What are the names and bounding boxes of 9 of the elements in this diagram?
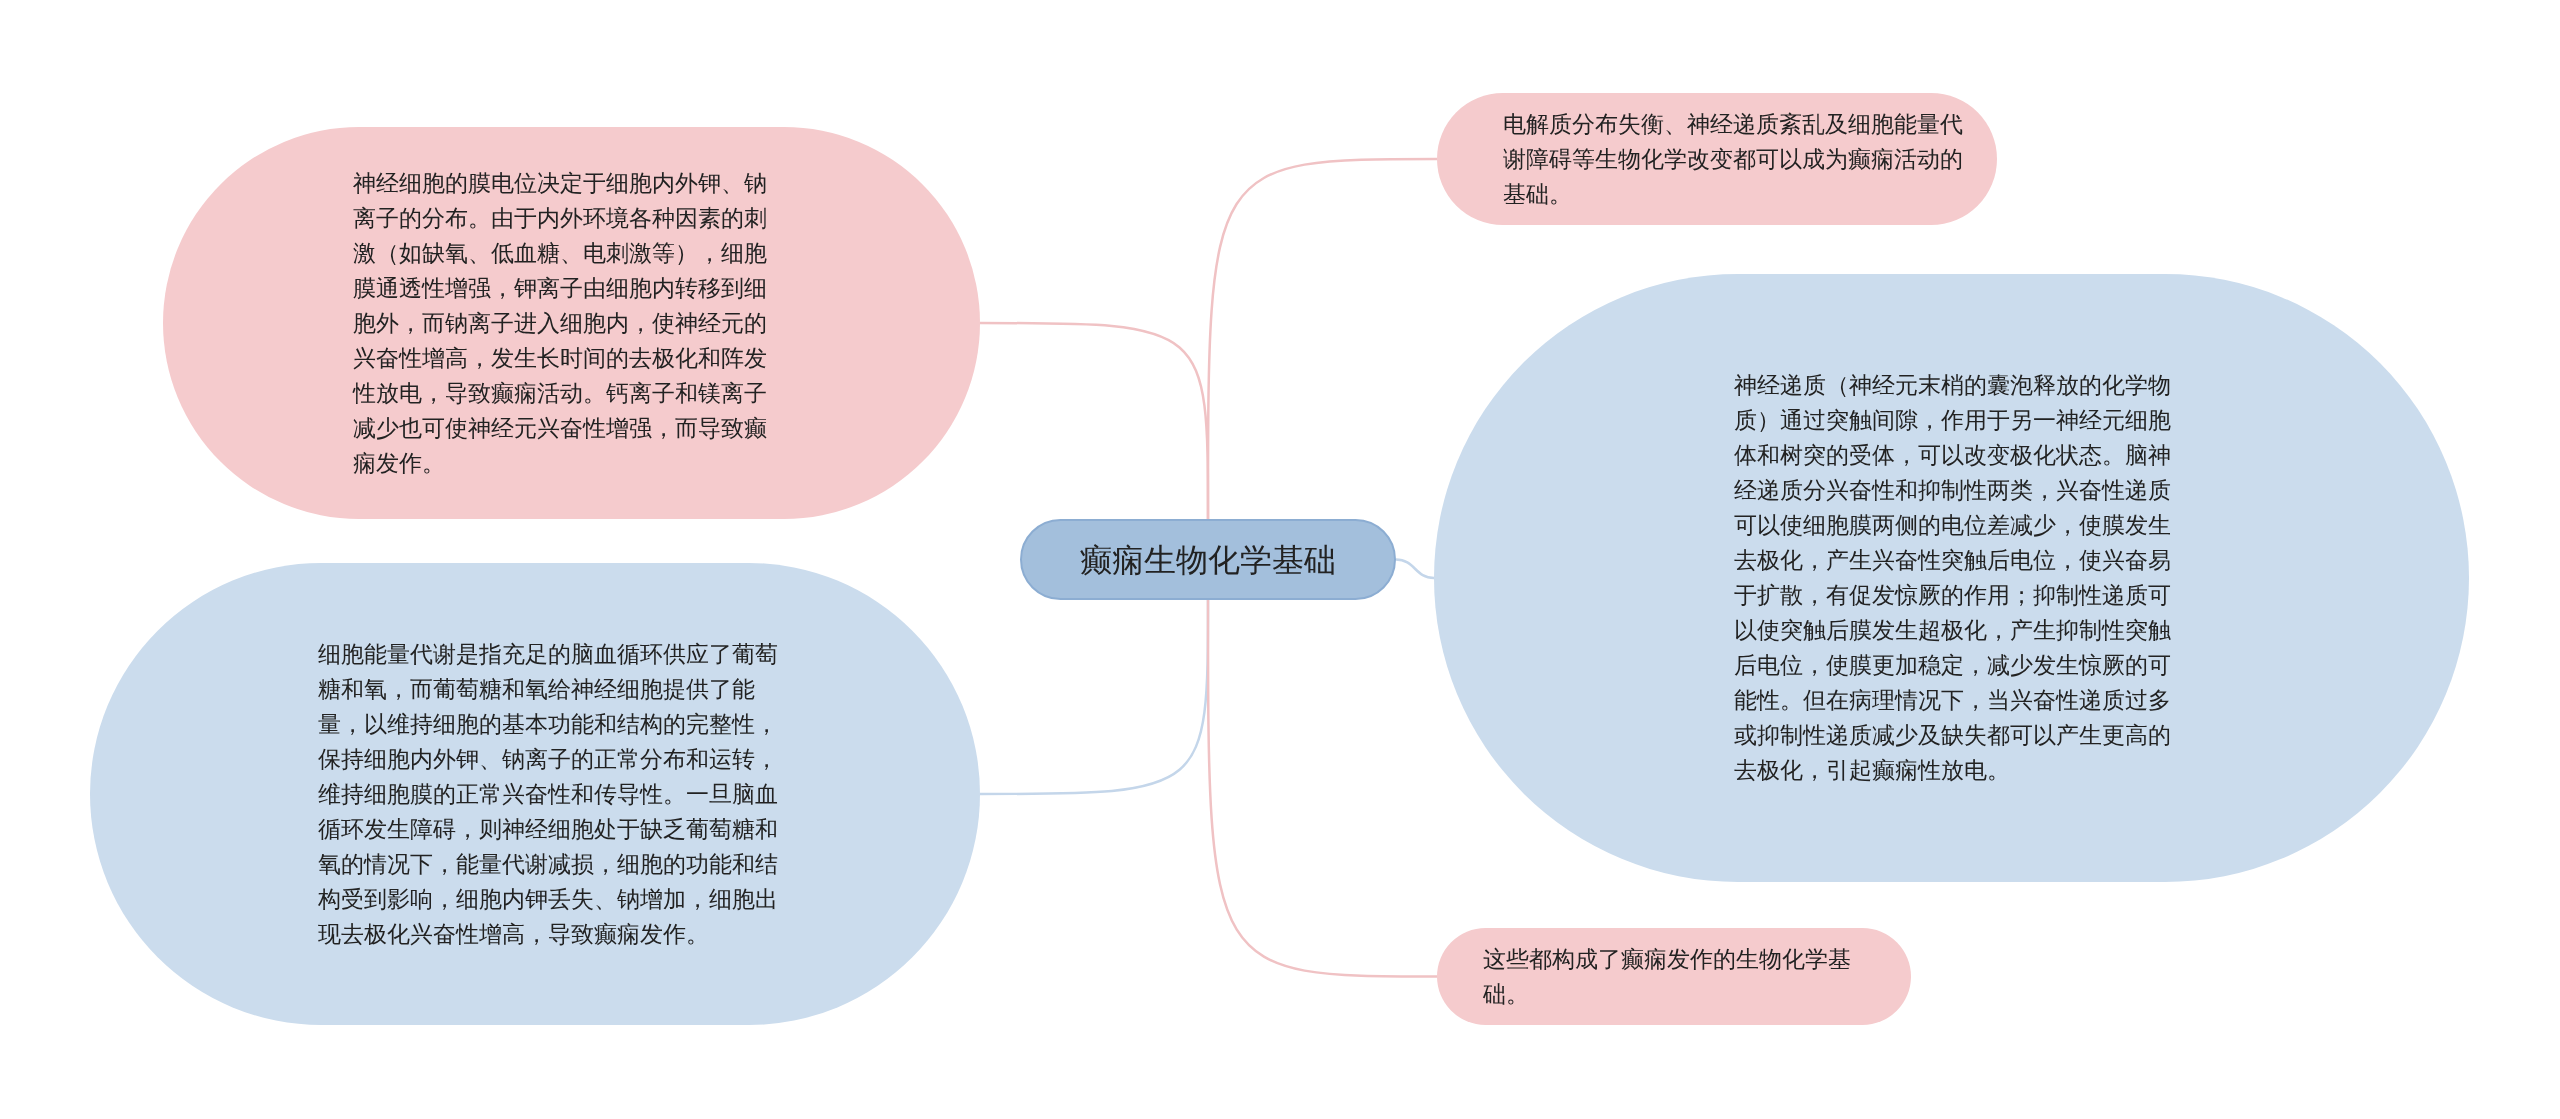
connector-line [1206,600,1437,978]
topic-text: 细胞能量代谢是指充足的脑血循环供应了葡萄糖和氧，而葡萄糖和氧给神经细胞提供了能量，以维持细胞的基本功能和结构的完整性，保持细胞内外钾、钠离子的正常分布和运转，维持细胞膜的正常兴奋性和传导性。一旦脑血循环发生障碍，则神经细胞处于缺乏葡萄糖和氧的情况下，能量代谢减损，细胞的功能和结构受到影响，细胞内钾丢失、钠增加，细胞出现去极化兴奋性增高，导致癫痫发作。 [318,639,778,949]
topic-text: 神经递质（神经元末梢的囊泡释放的化学物质）通过突触间隙，作用于另一神经元细胞体和树突的受体，可以改变极化状态。脑神经递质分兴奋性和抑制性两类，兴奋性递质可以使细胞膜两侧的电位差减少，使膜发生去极化，产生兴奋性突触后电位，使兴奋易于扩散，有促发惊厥的作用；抑制性递质可以使突触后膜发生超极化，产生抑制性突触后电位，使膜更加稳定，减少发生惊厥的可能性。但在病理情况下，当兴奋性递质过多或抑制性递质减少及缺失都可以产生更高的去极化，引起癫痫性放电。 [1734,371,2172,785]
topic-title: 癫痫生物化学基础 [1080,539,1336,580]
topic-text: 神经细胞的膜电位决定于细胞内外钾、钠离子的分布。由于内外环境各种因素的刺激（如缺氧、低血糖、电刺激等），细胞膜通透性增强，钾离子由细胞内转移到细胞外，而钠离子进入细胞内，使神经元的兴奋性增高，发生长时间的去极化和阵发性放电，导致癫痫活动。钙离子和镁离子减少也可使神经元兴奋性增强，而导致癫痫发作。 [353,168,768,478]
topic-text: 电解质分布失衡、神经递质紊乱及细胞能量代谢障碍等生物化学改变都可以成为癫痫活动的基础。 [1503,109,1963,209]
connector-line [1395,558,1435,580]
topic-text: 这些都构成了癫痫发作的生物化学基础。 [1483,944,1852,1009]
connector-line [1206,157,1437,519]
